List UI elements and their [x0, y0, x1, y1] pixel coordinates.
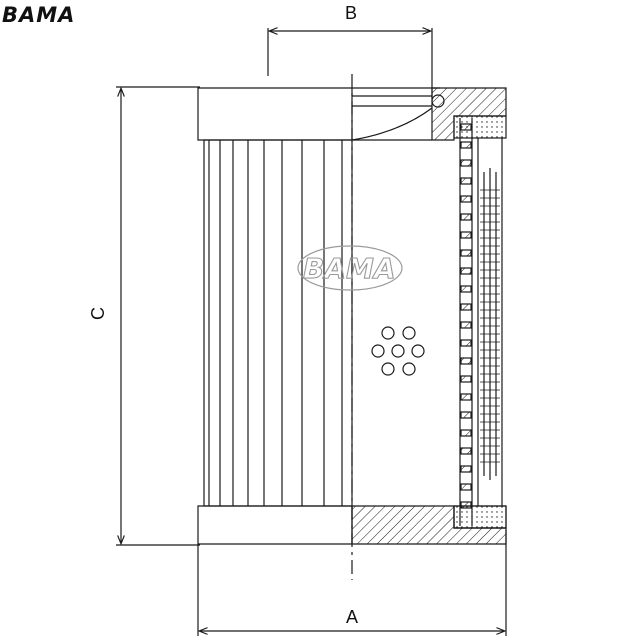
- dimension-b-label: B: [345, 3, 358, 23]
- brand-logo: BAMA: [2, 3, 76, 27]
- dimension-a-label: A: [346, 607, 359, 627]
- dimension-c: [116, 86, 200, 546]
- perforation-holes: [371, 326, 425, 376]
- dimension-a: [197, 530, 507, 636]
- dimension-b: [267, 27, 433, 98]
- bottom-end-cap: [197, 505, 353, 545]
- pleated-media: [203, 139, 353, 507]
- mesh-grid: [480, 189, 500, 463]
- support-tube: [459, 118, 473, 526]
- mesh-layer: [477, 138, 503, 506]
- watermark-text: BAMA: [303, 252, 396, 285]
- watermark-logo: BAMA: [297, 245, 403, 291]
- top-end-cap: [197, 87, 353, 141]
